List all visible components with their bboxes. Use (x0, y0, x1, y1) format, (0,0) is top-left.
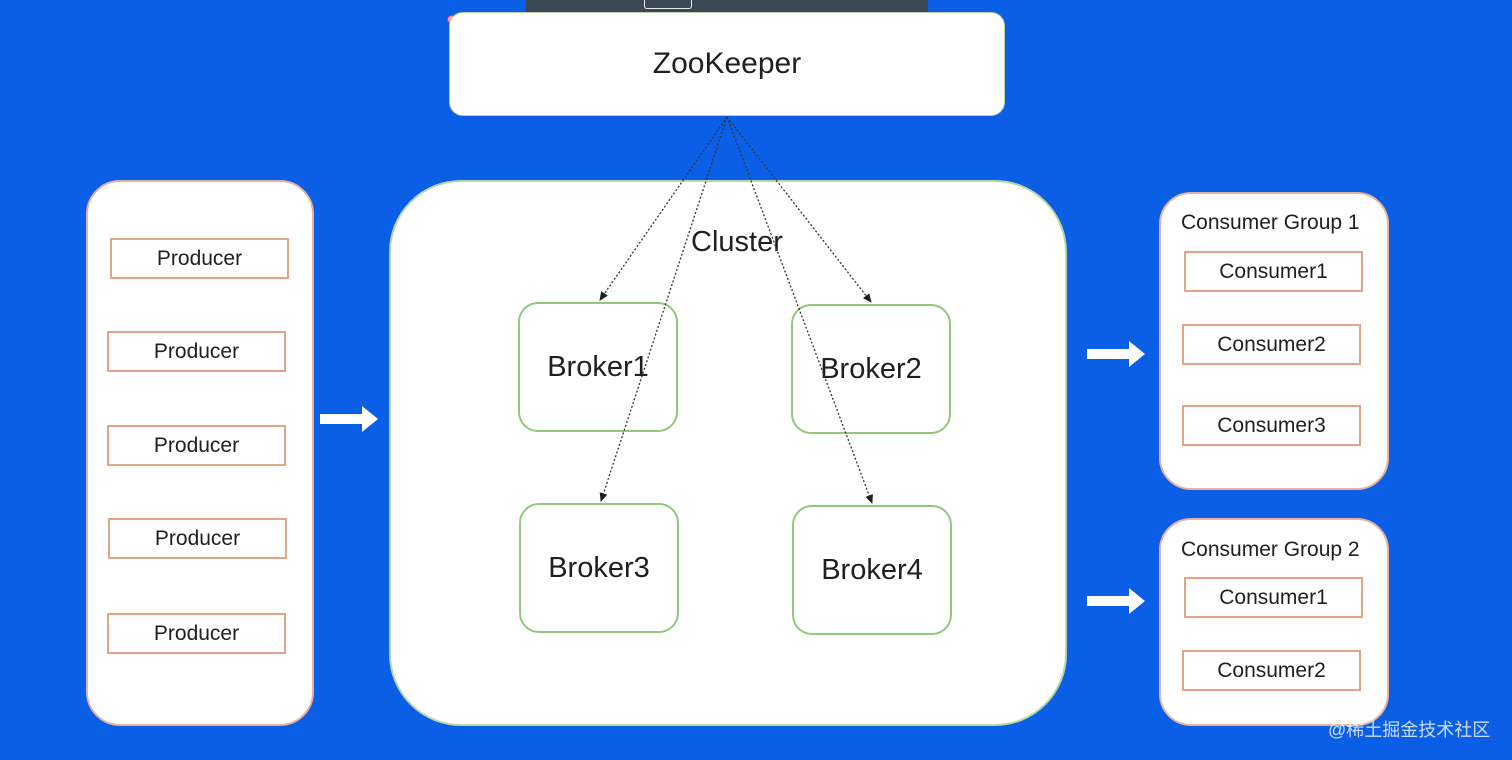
broker-3: Broker3 (519, 503, 679, 633)
broker-2: Broker2 (791, 304, 951, 434)
cluster-label: Cluster (691, 226, 783, 258)
consumer-box: Consumer2 (1182, 650, 1361, 691)
consumer-group-2-panel (1159, 518, 1389, 726)
watermark: @稀土掘金技术社区 (1328, 720, 1491, 740)
consumer-box: Consumer2 (1182, 324, 1361, 365)
zookeeper-label: ZooKeeper (652, 47, 802, 80)
producer-box: Producer (108, 518, 287, 559)
broker-1: Broker1 (518, 302, 678, 432)
producer-box: Producer (107, 613, 286, 654)
producer-box: Producer (107, 331, 286, 372)
zookeeper-node: ZooKeeper (449, 12, 1005, 116)
consumer-group-1-title: Consumer Group 1 (1181, 211, 1360, 234)
cluster-to-group-2-arrow-icon (1087, 588, 1145, 614)
toolbar-button[interactable] (644, 0, 692, 9)
cluster-panel (389, 180, 1067, 726)
consumer-box: Consumer3 (1182, 405, 1361, 446)
consumer-box: Consumer1 (1184, 577, 1363, 618)
broker-4: Broker4 (792, 505, 952, 635)
consumer-box: Consumer1 (1184, 251, 1363, 292)
producers-to-cluster-arrow-icon (320, 406, 378, 432)
consumer-group-2-title: Consumer Group 2 (1181, 538, 1360, 561)
producer-box: Producer (107, 425, 286, 466)
producer-box: Producer (110, 238, 289, 279)
cluster-to-group-1-arrow-icon (1087, 341, 1145, 367)
